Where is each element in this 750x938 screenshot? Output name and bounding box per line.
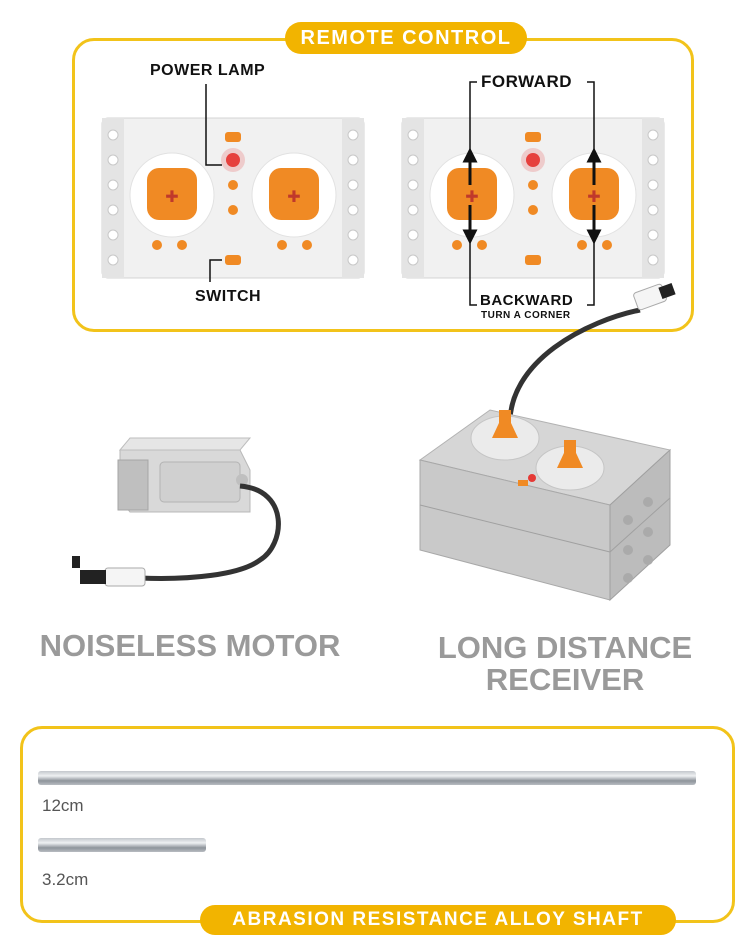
forward-label: FORWARD: [481, 72, 573, 91]
shaft-title: ABRASION RESISTANCE ALLOY SHAFT: [200, 905, 676, 935]
remote-control-title: REMOTE CONTROL: [285, 22, 527, 54]
svg-text:✚: ✚: [587, 187, 600, 206]
receiver-illustration: [418, 282, 676, 602]
power-lamp-label: POWER LAMP: [150, 62, 266, 79]
shaft-short-label: 3.2cm: [42, 870, 89, 889]
remote-left: ✚ ✚: [101, 117, 365, 279]
shaft-panel: [20, 726, 735, 923]
remote-right: ✚ ✚: [401, 117, 665, 279]
svg-text:✚: ✚: [465, 187, 478, 206]
shaft-long-label: 12cm: [42, 796, 84, 815]
shaft-long: [38, 771, 696, 785]
motor-illustration: [72, 437, 281, 587]
receiver-title-line2: RECEIVER: [485, 662, 645, 697]
svg-text:✚: ✚: [287, 187, 300, 206]
shaft-short: [38, 838, 206, 852]
receiver-title-line1: LONG DISTANCE: [437, 630, 693, 665]
switch-label: SWITCH: [195, 288, 262, 305]
motor-title: NOISELESS MOTOR: [39, 628, 341, 663]
svg-text:✚: ✚: [165, 187, 178, 206]
turn-corner-label: TURN A CORNER: [481, 310, 571, 321]
remote-illustration: ✚ ✚ ✚ ✚: [101, 81, 665, 306]
backward-label: BACKWARD: [480, 292, 574, 309]
